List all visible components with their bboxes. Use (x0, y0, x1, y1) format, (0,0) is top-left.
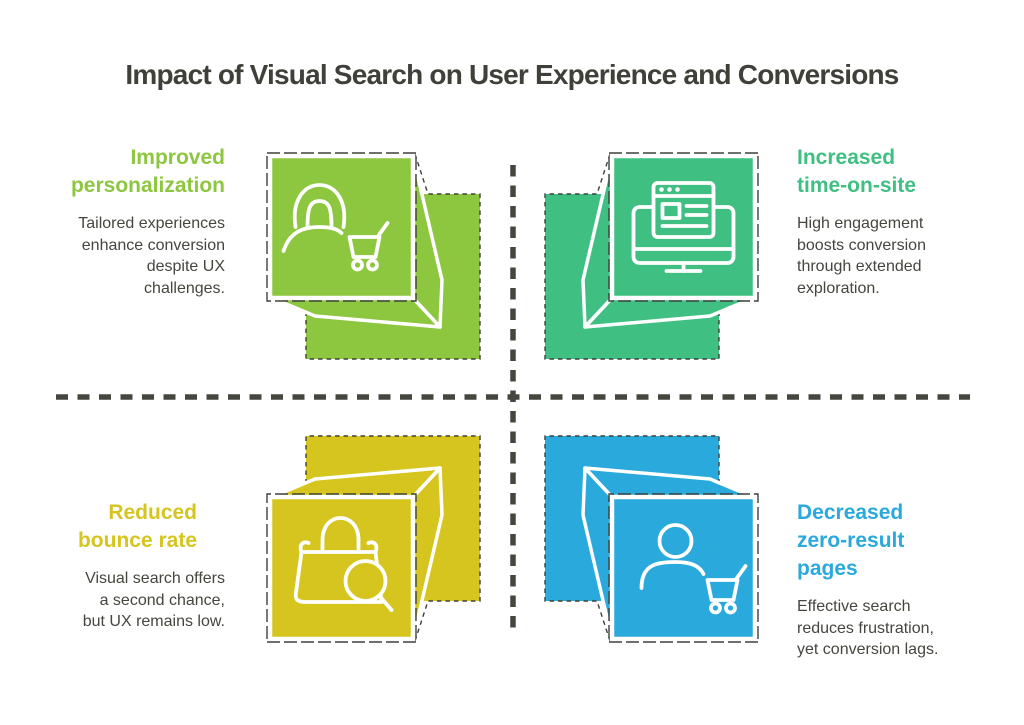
quadrant-heading: Increased time-on-site (797, 146, 917, 197)
quadrant-text-bottom-left: Reduced bounce rate Visual search offers… (25, 499, 225, 633)
cube-illustration-top-right (537, 148, 767, 363)
page-title: Impact of Visual Search on User Experien… (125, 59, 899, 90)
cube-shape (545, 153, 758, 359)
cube-illustration-bottom-right (537, 432, 767, 647)
quadrant-description: High engagement boosts conversion throug… (797, 214, 926, 298)
quadrant-description: Effective search reduces frustration, ye… (797, 597, 939, 659)
quadrant-text-top-right: Increased time-on-site High engagement b… (797, 144, 997, 300)
quadrant-heading: Decreased zero-result pages (797, 501, 905, 580)
quadrant-text-top-left: Improved personalization Tailored experi… (25, 144, 225, 300)
quadrant-description: Visual search offers a second chance, bu… (82, 569, 225, 631)
quadrant-heading: Reduced bounce rate (77, 501, 197, 552)
quadrant-description: Tailored experiences enhance conversion … (78, 214, 225, 298)
cube-illustration-bottom-left (258, 432, 488, 647)
quadrant-heading: Improved personalization (70, 146, 225, 197)
quadrant-text-bottom-right: Decreased zero-result pages Effective se… (797, 499, 997, 661)
vertical-divider (510, 165, 516, 635)
cube-shape (267, 436, 480, 642)
cube-illustration-top-left (258, 148, 488, 363)
